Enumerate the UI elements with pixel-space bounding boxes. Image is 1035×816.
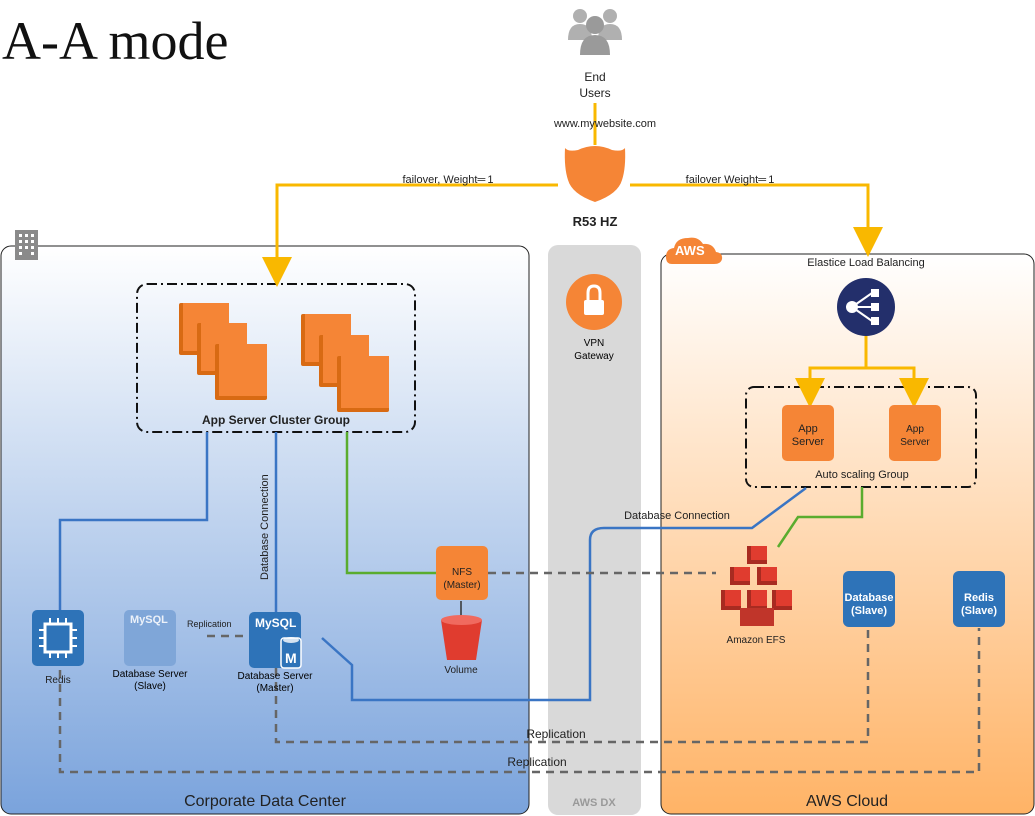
end-users-label: End Users xyxy=(579,69,610,101)
vpn-line1: VPN xyxy=(583,338,605,349)
aws-app-server-1 xyxy=(782,405,834,461)
aws-db-line1: Database xyxy=(844,592,894,604)
asg-to-efs-line xyxy=(776,487,864,548)
elb-to-app-right xyxy=(866,366,929,408)
db-master-line2: (Master) xyxy=(256,683,294,694)
aws-redis-slave-box xyxy=(953,571,1005,627)
app-server-1-line1: App xyxy=(798,423,818,435)
vpn-gateway-icon xyxy=(566,274,622,330)
right-route-label: failover Weight═ 1 xyxy=(685,174,775,186)
aws-redis-line1: Redis xyxy=(964,592,994,604)
app-server-stack-1-icon xyxy=(179,303,267,400)
app-cluster-label: App Server Cluster Group xyxy=(201,413,351,427)
page-title: A-A mode xyxy=(2,11,229,71)
mysql-master-m: M xyxy=(285,650,297,666)
db-connection-horizontal-label: Database Connection xyxy=(624,510,730,522)
replication-small-label: Replication xyxy=(187,619,232,629)
app-server-stack-2-icon xyxy=(301,314,389,412)
mysql-master-icon xyxy=(249,612,302,669)
db-slave-left-label: Database Server (Slave) xyxy=(100,669,200,693)
nfs-line2: (Master) xyxy=(443,580,481,591)
mysql-slave-icon xyxy=(124,610,176,666)
route-left xyxy=(262,183,558,287)
aws-cloud-icon xyxy=(666,237,723,264)
db-replication-line xyxy=(274,628,870,744)
db-connection-vertical-label: Database Connection xyxy=(259,474,271,580)
vpn-gateway-label: VPN Gateway xyxy=(564,337,624,363)
aws-redis-line2: (Slave) xyxy=(960,605,998,617)
volume-label: Volume xyxy=(444,665,478,676)
redis-left-label: Redis xyxy=(45,675,71,686)
replication-label-2: Replication xyxy=(507,755,567,769)
elastic-load-balancer-icon xyxy=(837,278,895,336)
aws-redis-slave-label: Redis (Slave) xyxy=(953,592,1005,618)
app-server-2-line1: App xyxy=(906,424,924,435)
amazon-efs-icon xyxy=(721,546,792,626)
efs-label: Amazon EFS xyxy=(726,635,786,646)
end-users-line1: End xyxy=(584,70,606,84)
route-right xyxy=(630,183,883,257)
mysql-slave-text: MySQL xyxy=(130,614,168,626)
mysql-master-text: MySQL xyxy=(255,616,297,630)
aws-db-connection-line xyxy=(321,486,807,702)
building-icon xyxy=(15,230,38,260)
left-route-label: failover, Weight═ 1 xyxy=(402,174,494,186)
elb-label: Elastice Load Balancing xyxy=(807,257,925,269)
auto-scaling-label: Auto scaling Group xyxy=(815,469,909,481)
vpn-line2: Gateway xyxy=(574,351,614,362)
app-server-2-line2: Server xyxy=(900,437,930,448)
aws-app-server-1-label: App Server xyxy=(782,423,834,449)
nfs-master-box xyxy=(436,546,488,600)
cluster-to-nfs-line xyxy=(345,432,436,575)
db-slave-line2: (Slave) xyxy=(134,681,166,692)
replication-label-1: Replication xyxy=(526,727,586,741)
aws-dx-label: AWS DX xyxy=(572,797,616,809)
end-users-line2: Users xyxy=(579,86,611,100)
db-slave-line1: Database Server xyxy=(112,669,188,680)
aws-database-slave-box xyxy=(843,571,895,627)
corporate-data-center-region xyxy=(0,245,530,815)
app-server-1-line2: Server xyxy=(791,436,825,448)
end-users-icon xyxy=(568,9,622,55)
r53-label: R53 HZ xyxy=(572,214,618,229)
redis-icon xyxy=(32,610,84,666)
corporate-data-center-label: Corporate Data Center xyxy=(184,793,346,810)
route53-icon xyxy=(564,146,626,202)
aws-app-server-2-label: App Server xyxy=(889,423,941,449)
domain-label: www.mywebsite.com xyxy=(553,118,657,130)
aws-cloud-region xyxy=(660,253,1035,815)
elb-to-app-left xyxy=(795,330,868,408)
aws-badge-label: AWS xyxy=(675,243,705,258)
aws-app-server-2 xyxy=(889,405,941,461)
volume-icon xyxy=(441,615,482,660)
aws-cloud-label: AWS Cloud xyxy=(805,793,889,810)
cluster-to-redis-line xyxy=(58,432,209,612)
db-master-line1: Database Server xyxy=(237,671,313,682)
aws-database-slave-label: Database (Slave) xyxy=(843,592,895,618)
nfs-line1: NFS xyxy=(452,567,472,578)
aws-db-line2: (Slave) xyxy=(850,605,888,617)
redis-replication-line xyxy=(58,628,981,774)
db-master-left-label: Database Server (Master) xyxy=(225,671,325,695)
nfs-label: NFS (Master) xyxy=(436,566,488,592)
